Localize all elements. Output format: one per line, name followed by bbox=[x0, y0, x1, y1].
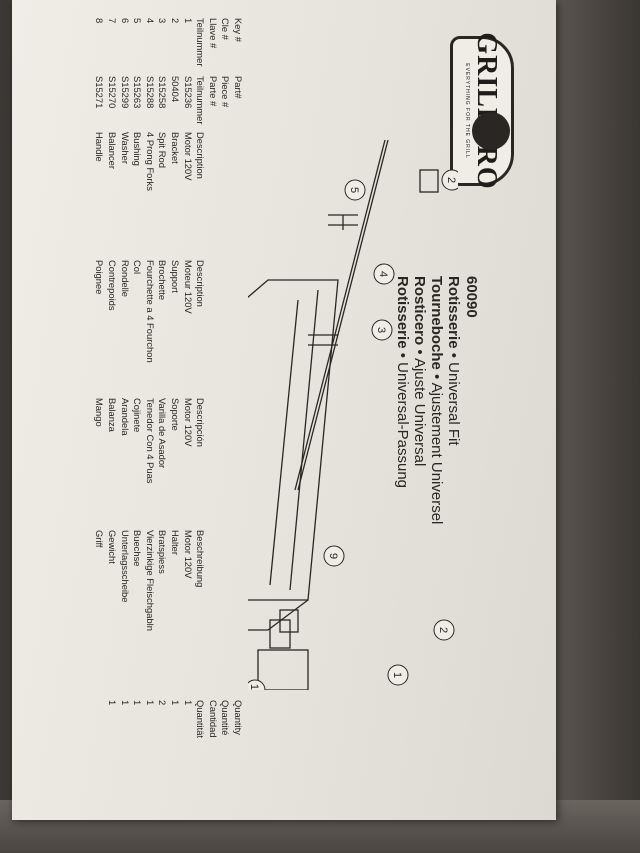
grillpro-logo: GRILLPRO EVERYTHING FOR THE GRILL bbox=[450, 32, 514, 190]
callout-2a: 2 bbox=[441, 169, 458, 191]
table-cell: 1 bbox=[170, 700, 182, 706]
table-cell: Bushing bbox=[132, 132, 144, 166]
table-cell: Balanza bbox=[107, 398, 119, 432]
table-cell: Balancer bbox=[107, 132, 119, 170]
table-cell: 4 bbox=[144, 18, 156, 24]
grill-body-outline bbox=[248, 279, 339, 601]
table-cell: 2 bbox=[170, 18, 182, 24]
table-cell: Poignee bbox=[94, 260, 106, 295]
table-cell: 1 bbox=[107, 700, 119, 706]
table-cell: 4 Prong Forks bbox=[144, 132, 156, 191]
table-cell: Griff bbox=[94, 530, 106, 548]
table-cell: 1 bbox=[132, 700, 144, 706]
table-cell: Col bbox=[132, 260, 144, 275]
model-number: 60090 bbox=[463, 276, 480, 318]
table-cell: 7 bbox=[107, 18, 119, 24]
logo-name: GRILLPRO bbox=[471, 32, 502, 190]
rotated-sheet-content: GRILLPRO EVERYTHING FOR THE GRILL 60090 … bbox=[12, 0, 556, 820]
callout-1: 1 bbox=[387, 664, 409, 686]
svg-text:9: 9 bbox=[327, 553, 339, 559]
column-key: Key # Cle # Llave # Teilnummer 1 2 3 4 5… bbox=[94, 18, 244, 67]
table-cell: Support bbox=[170, 260, 182, 293]
svg-text:5: 5 bbox=[348, 187, 360, 193]
callout-9: 9 bbox=[323, 545, 345, 567]
table-cell: 1 bbox=[144, 700, 156, 706]
table-cell: S15270 bbox=[107, 76, 119, 109]
fork-shape bbox=[328, 214, 358, 230]
table-cell: 8 bbox=[94, 18, 106, 24]
table-cell: Fourchette a 4 Fourchon bbox=[144, 260, 156, 363]
spit-rod-line bbox=[297, 139, 389, 491]
svg-text:1: 1 bbox=[391, 672, 403, 678]
table-cell: 5 bbox=[132, 18, 144, 24]
table-cell: Vierzinkige Fleischgabln bbox=[144, 530, 156, 631]
motor-shape bbox=[257, 649, 309, 690]
table-cell: S15236 bbox=[182, 76, 194, 109]
svg-text:2: 2 bbox=[445, 177, 457, 183]
table-cell: Washer bbox=[119, 132, 131, 164]
column-description-de: Beschreibung Motor 120V Halter Bratspies… bbox=[94, 530, 207, 631]
svg-text:10: 10 bbox=[248, 684, 260, 690]
column-description-en: Description Motor 120V Bracket Spit Rod … bbox=[94, 132, 207, 191]
table-cell: Rondelle bbox=[119, 260, 131, 298]
column-part: Part# Piece # Parte # Teilnummer S15236 … bbox=[94, 76, 244, 125]
callout-2b: 2 bbox=[433, 619, 455, 641]
table-cell: S15299 bbox=[119, 76, 131, 109]
column-description-fr: Description Moteur 120V Support Brochett… bbox=[94, 260, 207, 363]
table-cell: Cojinete bbox=[132, 398, 144, 433]
table-cell: Contrepoids bbox=[107, 260, 119, 311]
table-cell: Arandela bbox=[119, 398, 131, 436]
table-cell: Bratspiess bbox=[157, 530, 169, 574]
svg-text:4: 4 bbox=[377, 271, 389, 277]
table-cell: 1 bbox=[119, 700, 131, 706]
table-cell: 50404 bbox=[170, 76, 182, 103]
table-cell: Varilla de Asador bbox=[157, 398, 169, 469]
table-cell: Handle bbox=[94, 132, 106, 162]
exploded-parts-diagram: 1 2 2 3 4 5 6 7 8 9 10 bbox=[248, 139, 458, 690]
column-quantity: Quantity Quantité Cantidad Quantität 1 1… bbox=[107, 700, 244, 739]
background-surface bbox=[556, 0, 640, 853]
table-cell: Gewicht bbox=[107, 530, 119, 564]
table-cell: Soporte bbox=[170, 398, 182, 431]
logo-tagline: EVERYTHING FOR THE GRILL bbox=[464, 63, 470, 159]
table-cell: 1 bbox=[182, 18, 194, 24]
table-cell: S15258 bbox=[157, 76, 169, 109]
table-cell: 6 bbox=[119, 18, 131, 24]
callout-4: 4 bbox=[373, 263, 395, 285]
svg-text:2: 2 bbox=[437, 627, 449, 633]
svg-text:3: 3 bbox=[375, 327, 387, 333]
callout-3: 3 bbox=[371, 319, 393, 341]
table-cell: 2 bbox=[157, 700, 169, 706]
table-cell: Bracket bbox=[170, 132, 182, 164]
table-cell: S15288 bbox=[144, 76, 156, 109]
callout-5: 5 bbox=[344, 179, 366, 201]
callout-10: 10 bbox=[248, 679, 266, 690]
table-cell: S15271 bbox=[94, 76, 106, 109]
table-cell: Unterlagsscheibe bbox=[119, 530, 131, 603]
column-description-es: Descripción Motor 120V Soporte Varilla d… bbox=[94, 398, 207, 484]
table-cell: 1 bbox=[182, 700, 194, 706]
table-cell: Tenedor Con 4 Puas bbox=[144, 398, 156, 484]
chef-emblem-icon bbox=[472, 112, 510, 150]
table-cell: S15263 bbox=[132, 76, 144, 109]
table-cell: Motor 120V bbox=[182, 530, 194, 579]
table-cell: Spit Rod bbox=[157, 132, 169, 168]
table-cell: Moteur 120V bbox=[182, 260, 194, 314]
table-cell: Motor 120V bbox=[182, 132, 194, 181]
table-cell: Motor 120V bbox=[182, 398, 194, 447]
table-cell: Mango bbox=[94, 398, 106, 427]
instruction-sheet: GRILLPRO EVERYTHING FOR THE GRILL 60090 … bbox=[12, 0, 556, 820]
table-cell: 3 bbox=[157, 18, 169, 24]
table-cell: Halter bbox=[170, 530, 182, 556]
table-cell: Buechse bbox=[132, 530, 144, 567]
table-cell: Brochette bbox=[157, 260, 169, 301]
